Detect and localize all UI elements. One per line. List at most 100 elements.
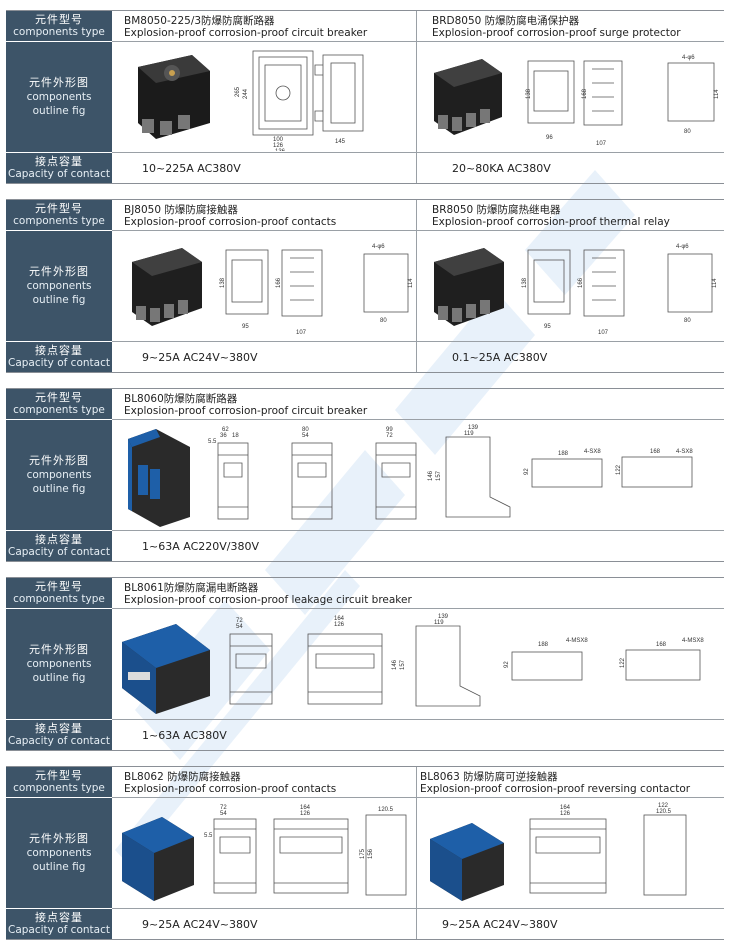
dim-label: 100 — [273, 137, 284, 143]
dim-label: 72 — [386, 433, 393, 439]
type-label-cn: 元件型号 — [35, 580, 83, 593]
dim-label: 168 — [656, 642, 667, 648]
capacity-label: 接点容量 Capacity of contact — [6, 153, 112, 183]
dim-label: 95 — [242, 324, 249, 330]
capacity-label-en: Capacity of contact — [8, 357, 110, 369]
product-photo-bl8062 — [122, 817, 194, 901]
product-title-cn: BJ8050 防爆防腐接触器 — [124, 204, 238, 216]
dim-label: 95 — [544, 324, 551, 330]
capacity-label: 接点容量 Capacity of contact — [6, 720, 112, 750]
dim-label: 114 — [712, 278, 718, 288]
outline-label-cn: 元件外形图 — [29, 76, 89, 89]
row-divider — [112, 719, 724, 720]
capacity-label-cn: 接点容量 — [35, 533, 83, 546]
type-label: 元件型号 components type — [6, 578, 112, 608]
dim-label: 166 — [578, 277, 584, 288]
dim-label: 92 — [504, 661, 510, 668]
outline-label-cn: 元件外形图 — [29, 643, 89, 656]
product-title-cn: BL8063 防爆防腐可逆接触器 — [420, 771, 558, 783]
capacity-value: 1~63A AC380V — [142, 729, 227, 742]
capacity-label: 接点容量 Capacity of contact — [6, 909, 112, 939]
product-title: BM8050-225/3防爆防腐断路器 Explosion-proof corr… — [124, 15, 367, 39]
dim-label: 146 — [392, 659, 398, 670]
dim-label: 92 — [524, 468, 530, 475]
row-divider — [112, 152, 724, 153]
dim-label: 114 — [408, 278, 414, 288]
row-divider — [112, 797, 724, 798]
dim-label: 145 — [335, 139, 346, 145]
product-title-cn: BL8060防爆防腐断路器 — [124, 393, 238, 405]
dim-label: 62 — [222, 427, 229, 433]
dim-label: 4-φ6 — [372, 244, 385, 250]
product-title: BL8062 防爆防腐接触器 Explosion-proof corrosion… — [124, 771, 336, 795]
row-divider — [112, 341, 724, 342]
outline-label-en1: components — [26, 91, 92, 103]
outline-drawing-bl8063: 164 126 122 120.5 — [529, 803, 687, 896]
product-title-cn: BRD8050 防爆防腐电涌保护器 — [432, 15, 580, 27]
dim-label: 4-SX8 — [676, 449, 693, 455]
dim-label: 138 — [522, 277, 528, 288]
product-title: BRD8050 防爆防腐电涌保护器 Explosion-proof corros… — [432, 15, 681, 39]
outline-label-cn: 元件外形图 — [29, 832, 89, 845]
product-title-cn: BR8050 防爆防腐热继电器 — [432, 204, 561, 216]
outline-label-en2: outline fig — [32, 294, 86, 306]
dim-label: 164 — [300, 805, 311, 811]
product-photo-bl8061 — [122, 624, 210, 714]
dim-label: 138 — [526, 88, 532, 99]
type-label-cn: 元件型号 — [35, 391, 83, 404]
type-label-en: components type — [13, 26, 105, 38]
outline-label-en1: components — [26, 469, 92, 481]
product-photo-bl8060 — [128, 429, 190, 527]
outline-label: 元件外形图 components outline fig — [6, 42, 112, 152]
dim-label: 114 — [714, 89, 720, 99]
row-divider — [112, 608, 724, 609]
dim-label: 107 — [598, 330, 609, 336]
dim-label: 54 — [302, 433, 309, 439]
type-label-cn: 元件型号 — [35, 13, 83, 26]
dim-label: 54 — [236, 624, 243, 630]
outline-label-en2: outline fig — [32, 105, 86, 117]
dim-label: 122 — [658, 803, 669, 809]
dim-label: 136 — [275, 149, 286, 151]
product-title-cn: BL8061防爆防腐漏电断路器 — [124, 582, 259, 594]
capacity-label: 接点容量 Capacity of contact — [6, 342, 112, 372]
type-label: 元件型号 components type — [6, 767, 112, 797]
type-label: 元件型号 components type — [6, 11, 112, 41]
product-title-cn: BM8050-225/3防爆防腐断路器 — [124, 15, 275, 27]
dim-label: 175 — [360, 848, 366, 859]
dim-label: 80 — [380, 318, 387, 324]
type-label-en: components type — [13, 404, 105, 416]
capacity-label-cn: 接点容量 — [35, 911, 83, 924]
dim-label: 80 — [684, 129, 691, 135]
product-photo-bl8063 — [430, 823, 504, 901]
dim-label: 126 — [273, 143, 284, 149]
dim-label: 157 — [436, 470, 442, 481]
capacity-label-en: Capacity of contact — [8, 735, 110, 747]
dim-label: 139 — [468, 425, 479, 431]
type-label: 元件型号 components type — [6, 200, 112, 230]
product-title-en: Explosion-proof corrosion-proof contacts — [124, 783, 337, 795]
dim-label: 4-φ6 — [676, 244, 689, 250]
capacity-label-en: Capacity of contact — [8, 924, 110, 936]
outline-label-en2: outline fig — [32, 672, 86, 684]
outline-label-cn: 元件外形图 — [29, 265, 89, 278]
product-title-en: Explosion-proof corrosion-proof contacts — [124, 216, 337, 228]
product-title-en: Explosion-proof corrosion-proof surge pr… — [432, 27, 681, 39]
dim-label: 107 — [596, 141, 607, 147]
dim-label: 96 — [546, 135, 553, 141]
dim-label: 4-MSX8 — [566, 638, 588, 644]
dim-label: 18 — [232, 433, 239, 439]
outline-drawing-bj8050: 138 166 95 107 4-φ6 114 80 — [220, 244, 414, 336]
dim-label: 139 — [438, 614, 449, 620]
column-divider — [416, 767, 417, 939]
outline-label-en1: components — [26, 847, 92, 859]
outline-drawing-br8050: 138 166 95 107 4-φ6 114 80 — [522, 244, 718, 336]
outline-drawing-bm8050: 265 244 100 126 136 145 — [235, 50, 364, 151]
capacity-value: 0.1~25A AC380V — [452, 351, 548, 364]
outline-label-cn: 元件外形图 — [29, 454, 89, 467]
dim-label: 4-MSX8 — [682, 638, 704, 644]
type-label-en: components type — [13, 593, 105, 605]
dim-label: 166 — [276, 277, 282, 288]
dim-label: 107 — [296, 330, 307, 336]
outline-drawing-bl8060: 62 36 18 5.5 80 54 99 72 139 119 188 4-S… — [208, 425, 693, 520]
